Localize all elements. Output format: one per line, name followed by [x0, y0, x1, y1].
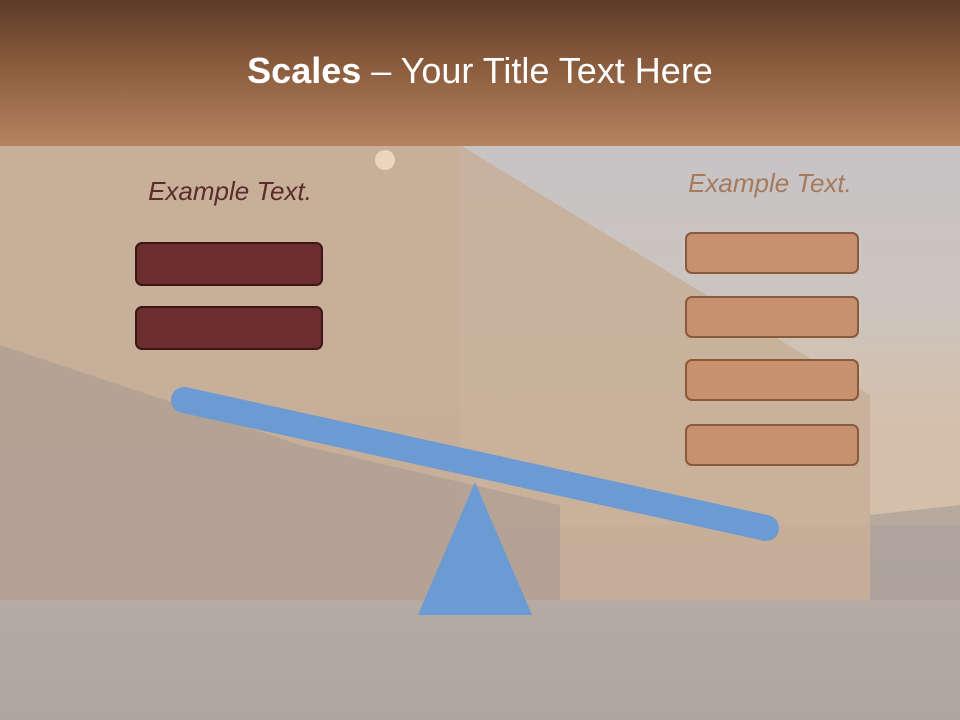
right-box-4: [685, 424, 859, 466]
scale-beam: [171, 387, 779, 541]
right-label: Example Text.: [688, 168, 852, 198]
slide-title: Scales – Your Title Text Here: [0, 50, 960, 92]
title-rest: – Your Title Text Here: [361, 50, 713, 91]
ground: [0, 600, 960, 720]
right-box-3: [685, 359, 859, 401]
left-label: Example Text.: [148, 176, 312, 206]
title-bold: Scales: [247, 50, 362, 91]
left-box-1: [135, 242, 323, 286]
left-box-2: [135, 306, 323, 350]
right-box-1: [685, 232, 859, 274]
right-box-2: [685, 296, 859, 338]
triangle-icon: [418, 482, 532, 615]
title-bar: [0, 0, 960, 146]
